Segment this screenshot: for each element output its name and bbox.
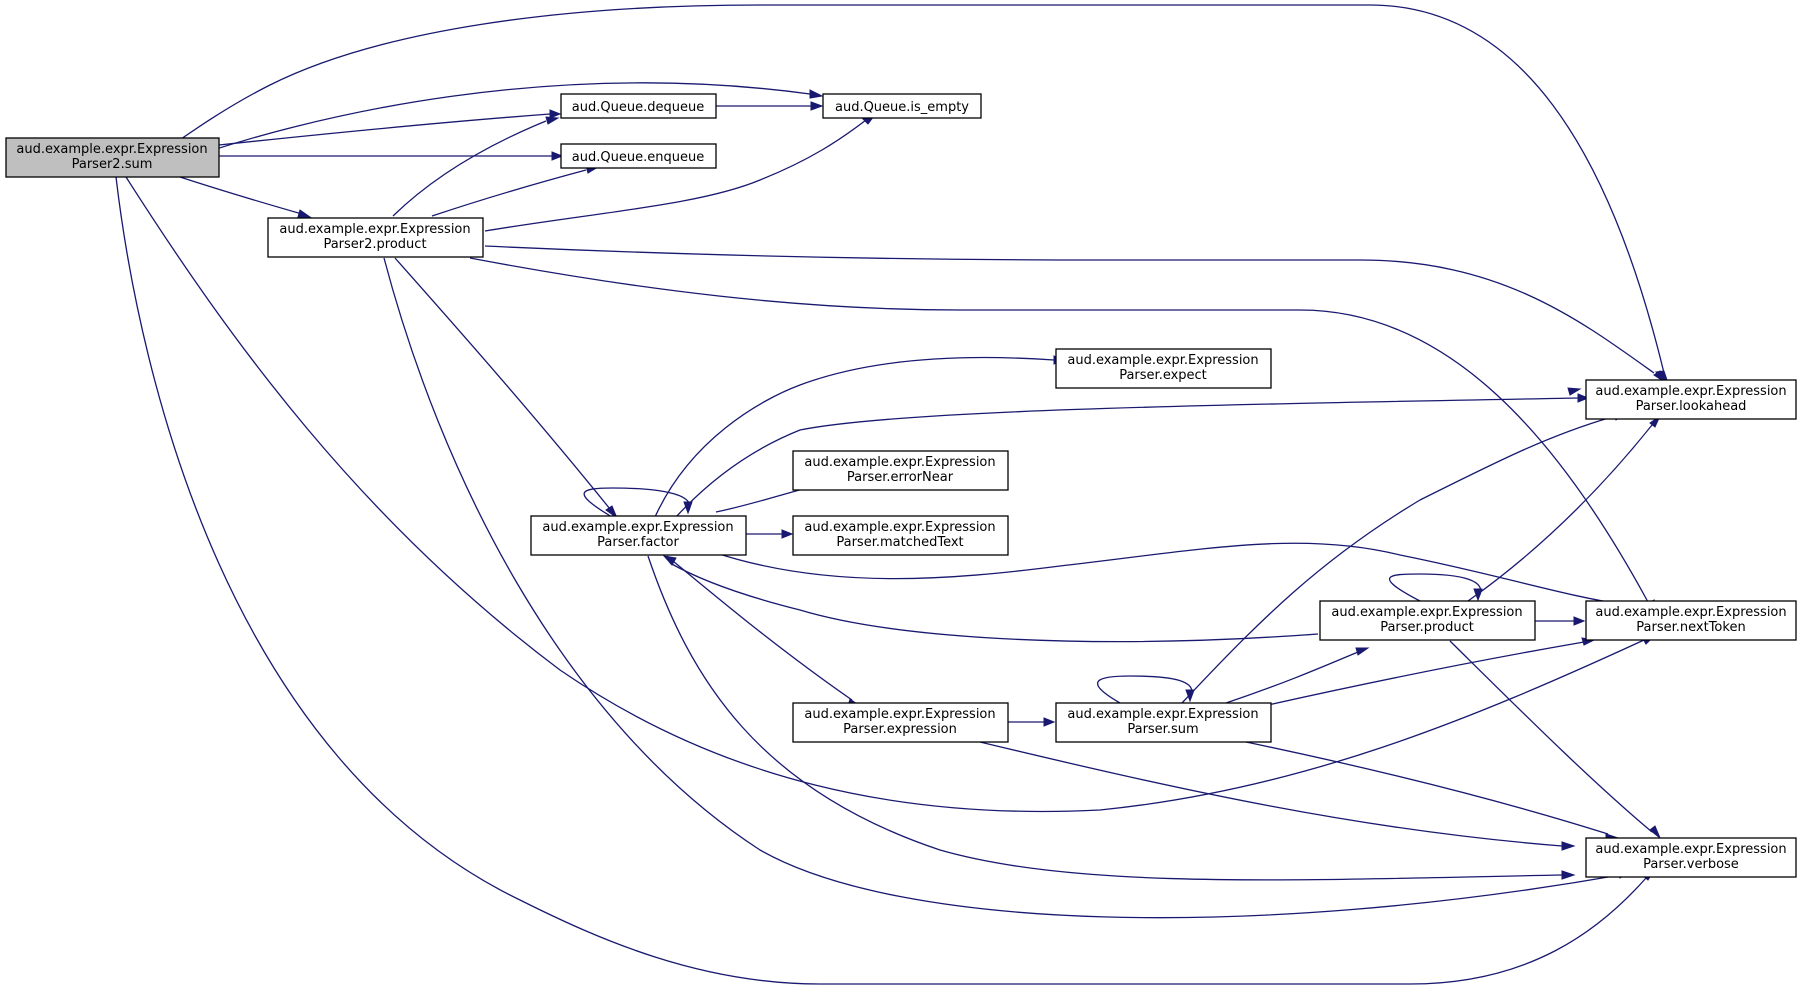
arrow-to-isempty-2 bbox=[810, 101, 824, 111]
node-label-line2: Parser.matchedText bbox=[836, 535, 963, 550]
node-sum[interactable]: aud.example.expr.Expression Parser.sum bbox=[1055, 702, 1272, 743]
edge-product-factor bbox=[669, 562, 1319, 643]
edge-p2sum-p2product bbox=[179, 176, 303, 215]
node-label-line1: aud.Queue.is_empty bbox=[835, 100, 969, 115]
node-label-line1: aud.example.expr.Expression bbox=[1595, 842, 1786, 857]
edge-p2product-verbose bbox=[383, 257, 1621, 919]
node-label-line2: Parser.errorNear bbox=[847, 470, 954, 485]
node-label-line2: Parser2.product bbox=[323, 237, 426, 252]
node-isempty[interactable]: aud.Queue.is_empty bbox=[822, 93, 982, 119]
node-enqueue[interactable]: aud.Queue.enqueue bbox=[560, 143, 717, 169]
edge-p2product-dequeue bbox=[392, 120, 547, 217]
arrow-to-factor-2 bbox=[683, 501, 693, 515]
arrow-to-lookahead-3 bbox=[1577, 393, 1590, 403]
node-label-line1: aud.example.expr.Expression bbox=[1595, 605, 1786, 620]
edge-factor-expect bbox=[654, 356, 1055, 518]
edge-p2sum-lookahead bbox=[141, 4, 1665, 374]
node-label-line2: Parser.product bbox=[1380, 620, 1474, 635]
node-label-line1: aud.example.expr.Expression bbox=[1067, 353, 1258, 368]
edge-product-self bbox=[1388, 573, 1482, 602]
arrow-to-sum-1 bbox=[1043, 717, 1056, 727]
node-nexttoken[interactable]: aud.example.expr.Expression Parser.nextT… bbox=[1585, 600, 1797, 641]
edge-p2product-nexttoken bbox=[469, 257, 1649, 603]
node-label-line2: Parser.factor bbox=[597, 535, 679, 550]
edge-p2product-enqueue bbox=[431, 169, 587, 217]
edge-factor-expression bbox=[666, 555, 853, 701]
node-label-line2: Parser.lookahead bbox=[1636, 399, 1747, 414]
node-matched[interactable]: aud.example.expr.Expression Parser.match… bbox=[792, 515, 1009, 556]
arrow-to-dequeue-2 bbox=[545, 116, 560, 125]
node-label-line1: aud.example.expr.Expression bbox=[804, 707, 995, 722]
node-lookahead[interactable]: aud.example.expr.Expression Parser.looka… bbox=[1585, 379, 1797, 420]
edge-sum-product bbox=[1225, 651, 1359, 704]
node-label-line2: Parser.sum bbox=[1127, 722, 1198, 737]
node-p2product[interactable]: aud.example.expr.Expression Parser2.prod… bbox=[267, 217, 484, 258]
node-label-line1: aud.example.expr.Expression bbox=[16, 142, 207, 157]
node-label-line1: aud.example.expr.Expression bbox=[804, 455, 995, 470]
node-label-line1: aud.example.expr.Expression bbox=[1595, 384, 1786, 399]
edge-p2product-isempty bbox=[484, 119, 867, 232]
node-label-line1: aud.example.expr.Expression bbox=[279, 222, 470, 237]
node-label-line1: aud.example.expr.Expression bbox=[542, 520, 733, 535]
node-label-line1: aud.Queue.dequeue bbox=[572, 100, 704, 115]
edge-factor-self bbox=[583, 487, 691, 518]
arrow-to-verbose-1 bbox=[1561, 841, 1576, 851]
arrow-to-product-2 bbox=[1473, 588, 1483, 602]
arrow-to-lookahead-4 bbox=[1567, 387, 1582, 396]
node-dequeue[interactable]: aud.Queue.dequeue bbox=[560, 93, 717, 119]
edge-factor-verbose bbox=[647, 555, 1563, 881]
edge-factor-nexttoken bbox=[715, 542, 1627, 606]
arrow-to-factor-3 bbox=[662, 555, 677, 566]
arrow-to-matched bbox=[781, 529, 794, 539]
node-factor[interactable]: aud.example.expr.Expression Parser.facto… bbox=[530, 515, 747, 556]
node-label-line1: aud.Queue.enqueue bbox=[572, 150, 704, 165]
arrow-to-verbose-5 bbox=[1649, 825, 1661, 839]
edge-sum-lookahead bbox=[1181, 416, 1613, 704]
node-label-line2: Parser.expect bbox=[1119, 368, 1207, 383]
edge-sum-self bbox=[1096, 675, 1193, 704]
node-label-line1: aud.example.expr.Expression bbox=[1067, 707, 1258, 722]
edge-expression-verbose bbox=[979, 741, 1563, 847]
node-label-line1: aud.example.expr.Expression bbox=[804, 520, 995, 535]
edge-p2product-factor bbox=[394, 257, 611, 510]
arrow-to-factor-1 bbox=[605, 505, 619, 520]
edge-p2sum-dequeue bbox=[218, 113, 551, 146]
edge-sum-nexttoken bbox=[1267, 641, 1585, 706]
node-expression[interactable]: aud.example.expr.Expression Parser.expre… bbox=[792, 702, 1009, 743]
node-p2sum[interactable]: aud.example.expr.Expression Parser2.sum bbox=[5, 137, 220, 178]
node-product[interactable]: aud.example.expr.Expression Parser.produ… bbox=[1319, 600, 1536, 641]
node-expect[interactable]: aud.example.expr.Expression Parser.expec… bbox=[1055, 348, 1272, 389]
node-verbose[interactable]: aud.example.expr.Expression Parser.verbo… bbox=[1585, 837, 1797, 878]
arrow-to-verbose-2 bbox=[1561, 870, 1576, 880]
node-label-line2: Parser.expression bbox=[843, 722, 957, 737]
edge-product-lookahead bbox=[1467, 424, 1653, 602]
arrow-to-product-1 bbox=[1355, 647, 1370, 656]
node-label-line2: Parser.nextToken bbox=[1636, 620, 1745, 635]
edge-product-verbose bbox=[1449, 640, 1653, 833]
arrow-to-dequeue-1 bbox=[549, 109, 562, 119]
arrow-to-enqueue-1 bbox=[551, 151, 564, 161]
arrow-to-sum-2 bbox=[1185, 689, 1195, 703]
edge-factor-lookahead bbox=[675, 397, 1579, 518]
edges bbox=[115, 4, 1665, 985]
arrow-to-nexttoken-3 bbox=[1573, 616, 1586, 626]
node-label-line2: Parser.verbose bbox=[1643, 857, 1739, 872]
edge-p2product-lookahead bbox=[484, 245, 1655, 374]
arrow-to-isempty-1 bbox=[809, 89, 824, 99]
node-errornear[interactable]: aud.example.expr.Expression Parser.error… bbox=[792, 450, 1009, 491]
edge-sum-verbose bbox=[1245, 741, 1609, 835]
arrow-to-p2product bbox=[297, 209, 312, 218]
node-label-line2: Parser2.sum bbox=[72, 157, 153, 172]
node-label-line1: aud.example.expr.Expression bbox=[1331, 605, 1522, 620]
edge-p2sum-verbose bbox=[115, 176, 1647, 985]
